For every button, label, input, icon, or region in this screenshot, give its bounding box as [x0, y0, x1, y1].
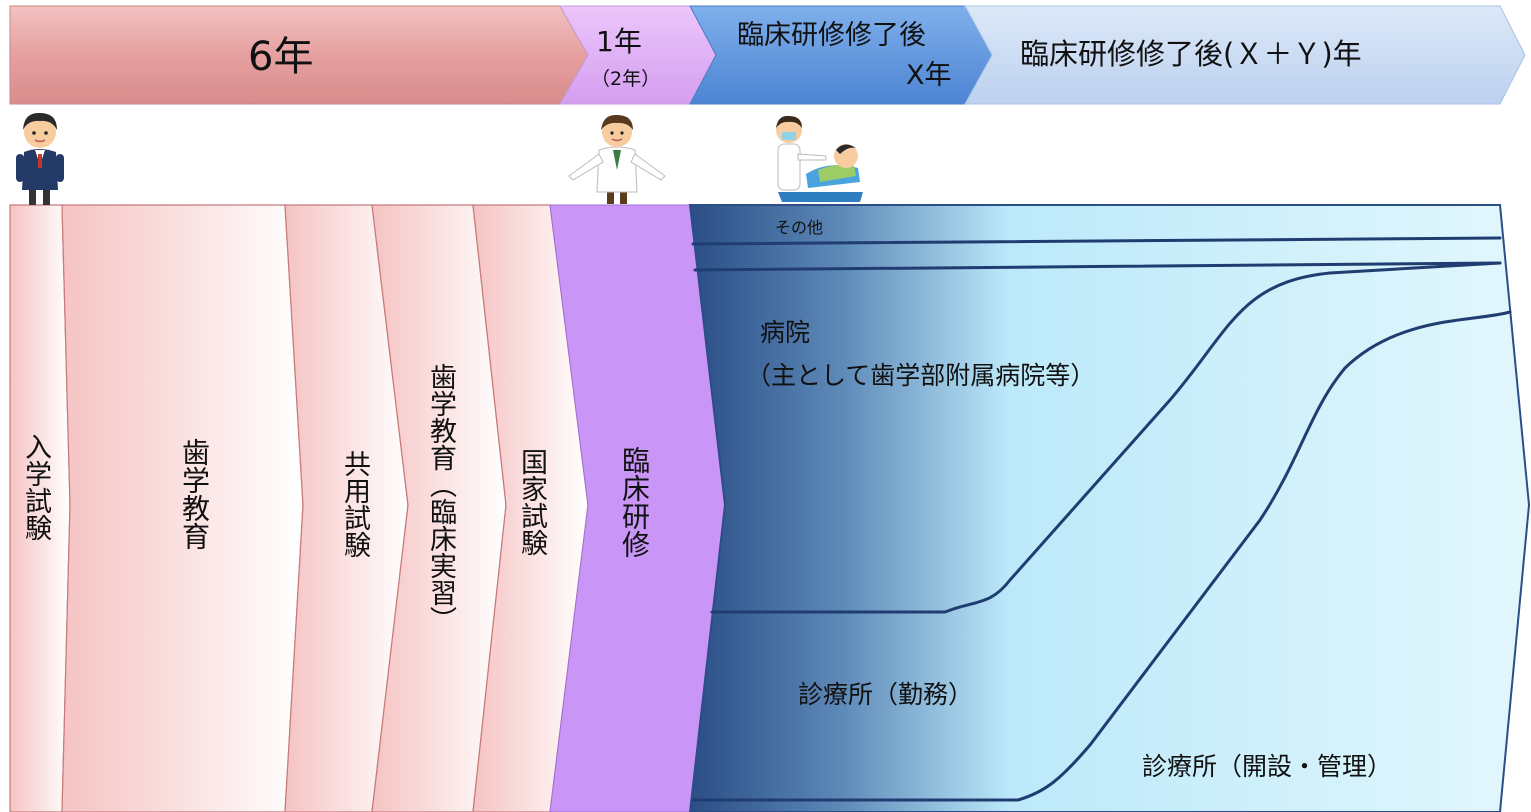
career-label-clinic-owner: 診療所（開設・管理） — [1142, 752, 1393, 781]
timeline-label-after-x-line2: X年 — [906, 60, 952, 91]
dentist-treating-patient-icon — [776, 115, 863, 202]
other-boundary-line — [691, 236, 1502, 246]
resident-dentist-icon — [568, 114, 666, 204]
student-icon — [16, 112, 64, 205]
clinic-employed-boundary-line — [710, 261, 1502, 614]
education-stages — [9, 204, 726, 812]
stage-label-clinical-practice: 歯学教育（臨床実習） — [425, 363, 456, 633]
career-label-hospital-note: （主として歯学部附属病院等） — [746, 361, 1096, 390]
timeline-label-one-year: 1年 — [596, 25, 642, 58]
career-boundary-lines — [691, 236, 1512, 802]
career-label-clinic-employed: 診療所（勤務） — [798, 680, 974, 709]
hospital-boundary-line — [693, 261, 1502, 272]
stage-label-entrance-exam: 入学試験 — [20, 433, 51, 541]
career-area — [688, 204, 1531, 812]
career-label-other: その他 — [775, 218, 824, 237]
timeline-label-after-x-line1: 臨床研修修了後 — [737, 20, 926, 51]
stage-label-clinical-training: 臨床研修 — [618, 446, 651, 558]
stage-label-common-exam: 共用試験 — [339, 450, 370, 558]
clinic-owner-boundary-line — [691, 310, 1512, 802]
timeline-label-six-years: 6年 — [248, 34, 314, 80]
timeline-label-two-years: （2年） — [591, 68, 661, 90]
career-label-hospital: 病院 — [760, 318, 811, 347]
stage-label-dental-education: 歯学教育 — [178, 438, 211, 550]
timeline-segment-after-xy — [964, 5, 1526, 105]
timeline-label-after-xy: 臨床研修修了後(Ｘ＋Ｙ)年 — [1020, 37, 1362, 71]
stage-label-national-exam: 国家試験 — [516, 448, 547, 556]
